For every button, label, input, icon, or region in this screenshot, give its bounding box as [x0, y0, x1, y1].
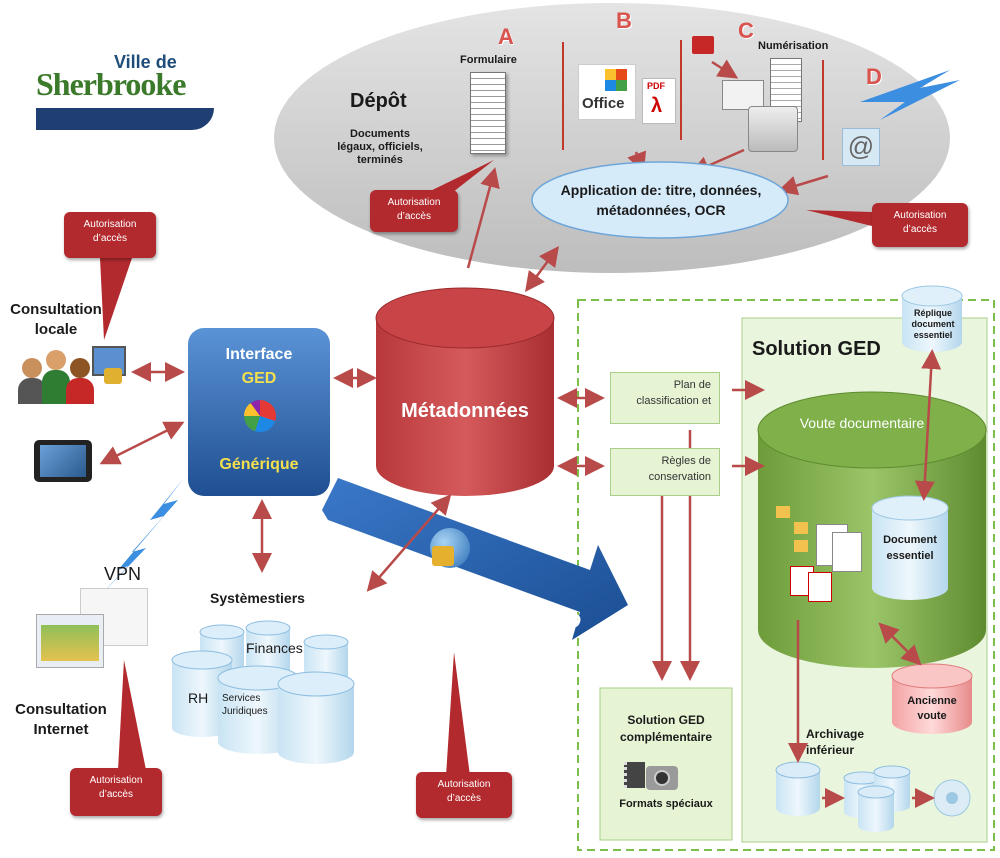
callout-application-autorisation: Autorisation d’accès — [872, 203, 968, 247]
callout-locale-autorisation: Autorisation d’accès — [64, 212, 156, 258]
rh-label: RH — [188, 690, 209, 706]
consultation-locale-label: Consultation locale — [10, 301, 102, 338]
connection-arrows — [99, 59, 942, 808]
pdf-icon: PDF λ — [642, 78, 676, 124]
metadonnees-cylinder — [375, 287, 555, 496]
email-icon: @ — [842, 128, 880, 166]
vpn-label: VPN — [104, 564, 142, 584]
complementaire-title: Solution GED complémentaire — [619, 713, 713, 744]
formulaire-label: Formulaire — [460, 54, 517, 66]
interface-line2: GED — [241, 370, 277, 387]
logo-ville-sherbrooke: Ville de Sherbrooke — [36, 52, 216, 132]
formats-speciaux-label: Formats spéciaux — [619, 798, 713, 810]
systemes-label: Systèmestiers — [210, 590, 305, 606]
letter-a: A — [498, 24, 514, 49]
browser-screen-icon — [36, 614, 104, 668]
tablet-icon — [34, 440, 92, 482]
numerisation-label: Numérisation — [758, 40, 829, 52]
interface-line3: Générique — [219, 456, 299, 473]
depot-title: Dépôt — [350, 90, 407, 112]
consultation-internet-label: Consultation Internet — [15, 701, 107, 738]
depot-subtitle: Documents légaux, officiels, terminés — [337, 128, 423, 166]
ancienne-voute-cylinder — [891, 663, 973, 734]
replique-cylinder — [901, 285, 963, 352]
callout-depot-autorisation: Autorisation d’accès — [370, 190, 458, 232]
letter-d: D — [866, 64, 882, 89]
complementaire-panel — [599, 687, 733, 841]
scanner-icon — [748, 106, 798, 152]
ancienne-voute-label: Ancienne voute — [907, 695, 957, 722]
regles-conservation-box: Règles de conservation — [610, 448, 720, 496]
document-tree-icon — [776, 506, 864, 602]
application-ellipse — [531, 161, 789, 239]
lightning-bolt-icon — [96, 478, 184, 600]
folder-icon — [692, 36, 714, 54]
padlock-icon — [432, 546, 454, 566]
callout-metadonnees-autorisation: Autorisation d’accès — [416, 772, 512, 818]
solution-ged-title: Solution GED — [752, 338, 881, 360]
office-icon: Office — [578, 64, 636, 120]
juridiques-label: Services Juridiques — [222, 693, 268, 717]
systemes-cylinders — [171, 620, 355, 764]
email-symbol: @ — [847, 131, 875, 161]
plan-classification-box: Plan de classification et — [610, 372, 720, 424]
document-essentiel-label: Document essentiel — [883, 534, 937, 562]
document-essentiel-cylinder — [871, 495, 949, 600]
envelope-icon — [722, 80, 764, 110]
lightning-bolt-icon — [860, 70, 960, 120]
archivage-cylinders — [775, 761, 971, 832]
padlock-icon — [104, 368, 122, 384]
callout-pointers — [100, 160, 872, 776]
logo-line1: Ville de — [114, 52, 177, 72]
metadonnees-label: Métadonnées — [401, 400, 529, 422]
film-camera-icon — [624, 758, 684, 792]
finances-label: Finances — [246, 640, 303, 656]
pie-chart-icon — [244, 400, 276, 432]
users-icon — [16, 346, 96, 406]
form-document-icon — [470, 72, 506, 154]
interface-line1: Interface — [225, 346, 293, 363]
letter-b: B — [616, 8, 632, 33]
archivage-label: Archivage inférieur — [806, 727, 865, 757]
application-label: Application de: titre, données, métadonn… — [560, 182, 762, 218]
logo-wave — [36, 108, 214, 130]
callout-internet-autorisation: Autorisation d’accès — [70, 768, 162, 816]
logo-line2: Sherbrooke — [36, 66, 186, 102]
office-label: Office — [582, 95, 625, 112]
voute-label: Voute documentaire — [799, 415, 925, 431]
depot-dividers — [562, 40, 824, 160]
replique-label: Réplique document essentiel — [911, 308, 955, 340]
letter-c: C — [738, 18, 754, 43]
